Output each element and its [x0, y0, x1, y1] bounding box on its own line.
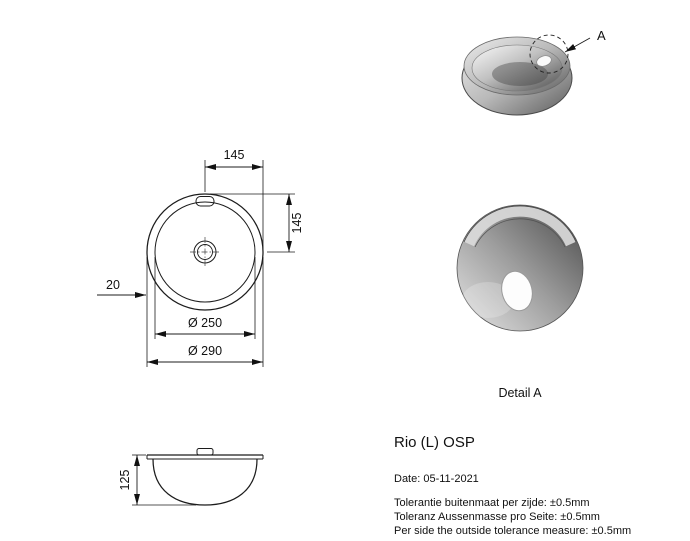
- tap-hole: [195, 196, 215, 207]
- detail-callout-label: A: [597, 28, 606, 43]
- overflow-hole-3d: [536, 55, 552, 67]
- drain-inner-circle: [197, 244, 213, 260]
- tolerance-line-de: Toleranz Aussenmasse pro Seite: ±0.5mm: [394, 511, 600, 523]
- dim-label-top-145: 145: [224, 148, 245, 162]
- dim-label-125: 125: [118, 470, 132, 491]
- detail-balloon: [456, 204, 584, 332]
- detail-rim-inner-edge: [474, 218, 566, 248]
- iso-view: A: [461, 28, 606, 116]
- inner-bowl-circle: [154, 201, 256, 303]
- title-block: Rio (L) OSP Date: 05-11-2021 Tolerantie …: [394, 434, 631, 537]
- detail-rim-band: [463, 205, 577, 247]
- detail-leader-arrow: [564, 37, 591, 53]
- dim-label-right-145: 145: [290, 213, 304, 234]
- tolerance-line-en: Per side the outside tolerance measure: …: [394, 525, 631, 537]
- dim-label-20: 20: [106, 278, 120, 292]
- date-line: Date: 05-11-2021: [394, 473, 479, 485]
- bowl-shadow-3d: [492, 62, 548, 86]
- dim-right-145: 145: [210, 193, 304, 253]
- detail-a-view: Detail A: [456, 204, 584, 400]
- dim-inner-diameter: Ø 250: [154, 257, 256, 339]
- bowl-profile: [152, 458, 258, 506]
- overflow-fitting: [196, 448, 214, 456]
- product-name: Rio (L) OSP: [394, 434, 475, 451]
- tolerance-line-nl: Tolerantie buitenmaat per zijde: ±0.5mm: [394, 497, 590, 509]
- dim-depth-125: 125: [118, 454, 196, 506]
- dim-outer-diameter: Ø 290: [146, 257, 264, 367]
- dim-label-inner-diameter: Ø 250: [188, 316, 222, 330]
- overflow-hole-detail: [501, 270, 533, 312]
- detail-caption: Detail A: [498, 386, 542, 400]
- detail-rim-outer-edge: [463, 205, 577, 243]
- dim-top-145: 145: [204, 148, 264, 249]
- detail-region-circle: [529, 34, 569, 74]
- side-view: [146, 448, 264, 506]
- top-view: [146, 193, 264, 311]
- dim-label-outer-diameter: Ø 290: [188, 344, 222, 358]
- detail-highlight: [462, 282, 514, 318]
- outer-rim-circle: [146, 193, 264, 311]
- dim-rim-20: 20: [97, 278, 146, 298]
